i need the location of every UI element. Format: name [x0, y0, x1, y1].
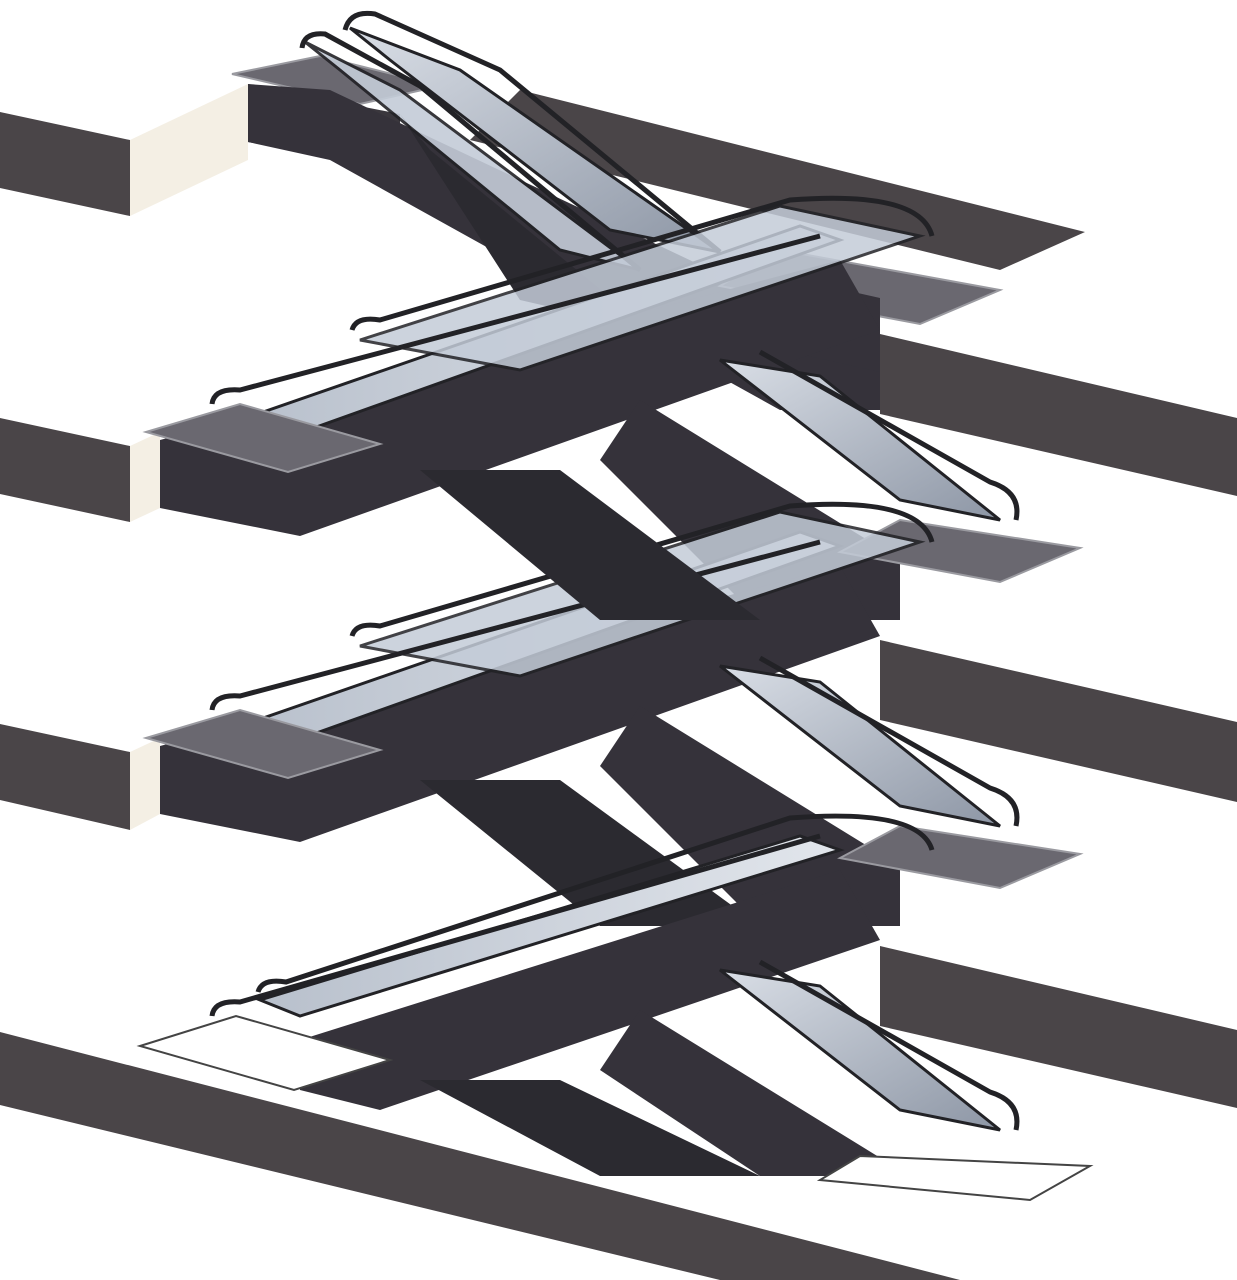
- landing-5-right: [837, 824, 1084, 890]
- landing-7-right: [816, 1154, 1094, 1202]
- slab-left-level-1: [0, 112, 130, 216]
- glass-1b: [304, 40, 641, 272]
- slab-left-level-3: [0, 724, 130, 830]
- slab-ground: [0, 1032, 960, 1280]
- handrail-4b: [209, 539, 821, 711]
- truss-4: [160, 566, 880, 842]
- handrail-7: [758, 959, 1020, 1131]
- flight-2-cross: [142, 195, 935, 536]
- slab-right-level-4: [880, 946, 1237, 1108]
- glass-1: [349, 26, 721, 254]
- handrail-1b: [299, 31, 642, 272]
- landing-2-left: [142, 402, 384, 474]
- slab-right-level-3: [880, 640, 1237, 802]
- slab-left-level-1-edge: [130, 84, 248, 216]
- right-floor-slabs: [470, 90, 1237, 1108]
- landing-4-left: [142, 708, 384, 780]
- truss-6: [300, 870, 880, 1110]
- truss-2: [160, 260, 880, 536]
- glass-3: [719, 358, 1001, 522]
- handrail-6b: [255, 813, 935, 993]
- slab-left-level-3-edge: [130, 738, 160, 830]
- handrail-1: [342, 10, 722, 254]
- flight-4-cross: [142, 470, 935, 842]
- slab-left-level-2-edge: [130, 432, 160, 522]
- flight-6-cross: [136, 813, 935, 1110]
- glass-5: [719, 664, 1001, 828]
- glass-7: [719, 968, 1001, 1132]
- left-floor-slabs: [0, 84, 960, 1280]
- landing-6-left: [136, 1014, 394, 1092]
- slab-right-level-2: [880, 334, 1237, 496]
- handrail-2: [349, 195, 935, 331]
- handrail-3: [758, 349, 1020, 521]
- handrail-4: [349, 501, 935, 637]
- slab-left-level-2: [0, 418, 130, 522]
- flight-7-down: [420, 959, 1094, 1202]
- handrail-5: [758, 655, 1020, 827]
- handrail-6: [209, 833, 821, 1017]
- truss-4-lower: [420, 470, 760, 620]
- truss-5: [600, 706, 900, 926]
- slab-right-level-1: [470, 90, 1085, 270]
- truss-7-lower: [420, 1080, 760, 1176]
- handrail-2b: [209, 233, 821, 405]
- truss-7: [600, 1010, 900, 1176]
